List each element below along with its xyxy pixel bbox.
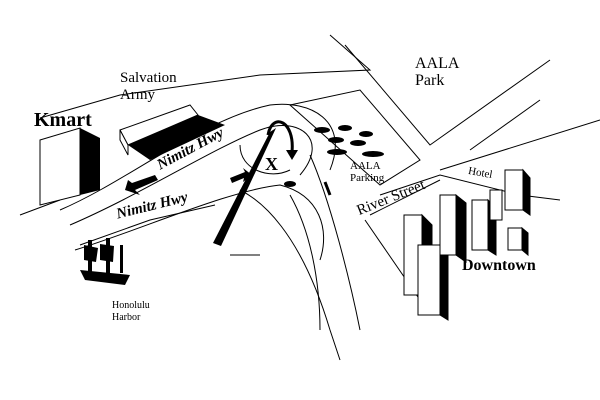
route-arrow	[266, 120, 294, 153]
street-upper	[39, 34, 372, 119]
river-street-line	[379, 174, 561, 201]
aala-parking-label: AALA Parking	[350, 160, 385, 184]
street-park-right	[344, 44, 551, 146]
parked-cars	[314, 125, 384, 157]
street-lower	[79, 204, 216, 246]
pier	[213, 128, 276, 246]
kmart-building	[39, 127, 100, 206]
left-arrow-icon	[125, 175, 158, 195]
salvation-army-label: Salvation Army	[120, 70, 177, 103]
honolulu-harbor-label: Honolulu Harbor	[112, 300, 150, 323]
destination-marker: X	[265, 154, 278, 174]
downtown-buildings	[403, 168, 531, 321]
ship-icon	[80, 238, 130, 285]
parking-block	[288, 89, 421, 186]
right-arrow-icon	[230, 168, 252, 183]
nimitz-hwy-road	[69, 125, 313, 226]
boat-icon	[284, 181, 296, 187]
aala-park-label: AALA Park	[415, 55, 459, 89]
arrow-head-icon	[286, 150, 298, 160]
river-bank	[239, 189, 341, 361]
kmart-label: Kmart	[34, 109, 92, 131]
boat-icon-2	[323, 181, 332, 196]
downtown-label: Downtown	[462, 257, 536, 274]
salvation-army-building	[119, 104, 225, 160]
